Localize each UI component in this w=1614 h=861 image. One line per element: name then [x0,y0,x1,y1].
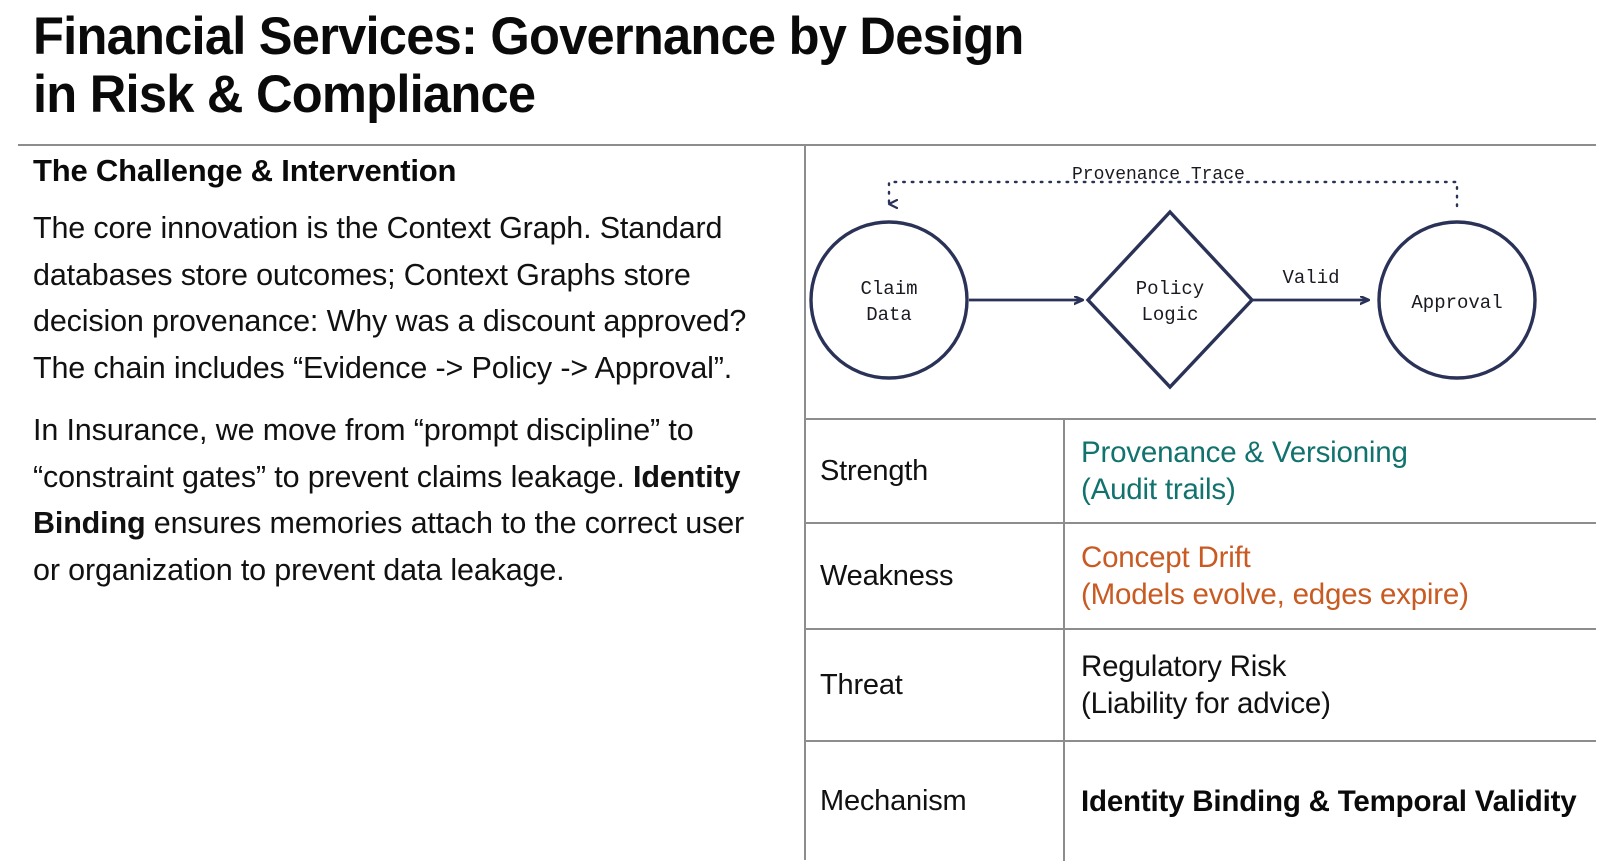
node-policy-logic-label-1: Policy [1136,278,1204,300]
table-row-mechanism: Mechanism Identity Binding & Temporal Va… [806,740,1596,861]
paragraph2-text-before: In Insurance, we move from “prompt disci… [33,413,694,494]
row-value-weakness: Concept Drift (Models evolve, edges expi… [1064,522,1596,629]
provenance-trace-label: Provenance Trace [1072,165,1245,185]
node-policy-logic-label-2: Logic [1141,304,1198,326]
paragraph-context-graph: The core innovation is the Context Graph… [33,211,747,385]
swot-table: Strength Provenance & Versioning (Audit … [806,418,1596,861]
row-value-mechanism: Identity Binding & Temporal Validity [1064,740,1596,861]
row-value-threat: Regulatory Risk (Liability for advice) [1064,628,1596,741]
node-claim-data-label-2: Data [866,304,912,326]
page-title: Financial Services: Governance by Design… [33,7,1024,124]
table-row-threat: Threat Regulatory Risk (Liability for ad… [806,628,1596,741]
row-key-mechanism: Mechanism [806,740,1065,861]
node-claim-data-circle [809,220,969,380]
row-key-threat: Threat [806,628,1065,741]
paragraph2-text-after: ensures memories attach to the correct u… [33,506,745,587]
title-divider-rule [18,144,1596,146]
row-key-strength: Strength [806,418,1065,523]
table-row-strength: Strength Provenance & Versioning (Audit … [806,418,1596,523]
edge-valid-label: Valid [1282,267,1339,289]
node-claim-data-label-1: Claim [860,278,917,300]
provenance-trace-path [887,180,1459,206]
title-block: Financial Services: Governance by Design… [33,8,1283,124]
table-row-weakness: Weakness Concept Drift (Models evolve, e… [806,522,1596,629]
row-value-strength: Provenance & Versioning (Audit trails) [1064,418,1596,523]
provenance-flow-diagram: Provenance Trace Claim Data Policy Logic… [806,146,1614,418]
row-key-weakness: Weakness [806,522,1065,629]
section-heading: The Challenge & Intervention [33,153,457,188]
flow-diagram-svg: Provenance Trace Claim Data Policy Logic… [809,165,1537,390]
paragraph-identity-binding: In Insurance, we move from “prompt disci… [33,407,775,593]
node-approval-circle [1377,220,1537,380]
paragraph2-bold-term: Identity Binding [33,459,741,541]
column-divider [804,146,806,860]
node-policy-logic-diamond [1085,209,1255,390]
left-column: The Challenge & Intervention The core in… [33,152,775,609]
node-approval-label: Approval [1411,292,1502,314]
